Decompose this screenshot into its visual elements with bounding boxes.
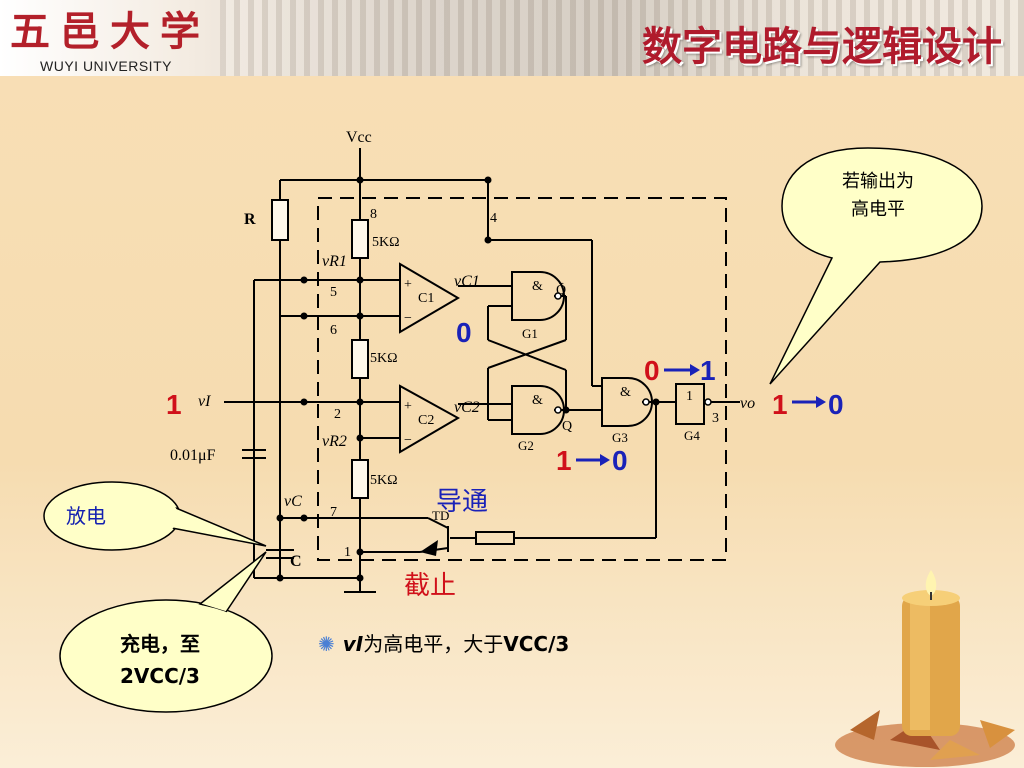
bubble-output-high-text: 若输出为 高电平 [808,168,948,224]
res-5k-label-3: 5KΩ [370,473,398,488]
g2-and-symbol: & [532,393,543,408]
vc2-label: vC2 [454,399,480,416]
comparator-c2-label: C2 [418,413,434,428]
header-banner [0,0,1024,76]
resistor-R-label: R [244,211,256,228]
slide-title: 数字电路与逻辑设计 [642,24,1002,70]
c2-plus: + [404,399,412,414]
bullet-note: ✺ vI为高电平，大于VCC/3 [318,628,569,657]
q-label: Q [562,419,572,434]
c1-minus: − [404,311,412,326]
resistor-R [271,199,289,241]
td-label: TD [432,508,449,523]
pin-6-label: 6 [330,323,337,338]
vi-state-label: 1 [166,389,182,420]
g3-input-to: 1 [700,355,716,386]
c2-minus: − [404,433,412,448]
vi-label: vI [198,393,211,410]
td-on-label: 导通 [436,487,488,517]
g1-label: G1 [522,326,538,341]
bullet-star-icon: ✺ [318,632,335,656]
res-5k-label-1: 5KΩ [372,235,400,250]
bubble-output-high-line1: 若输出为 [842,171,914,192]
g1-output-state: 0 [456,317,472,348]
resistor-5k-3 [351,459,369,499]
vcc-label: Vcc [346,129,372,146]
res-5k-label-2: 5KΩ [370,351,398,366]
resistor-5k-2 [351,339,369,379]
c1-plus: + [404,277,412,292]
bubble-discharge-text: 放电 [66,504,106,528]
vo-label: vo [740,395,755,412]
bullet-vcc: VCC [503,632,549,656]
timer-555-outline [317,197,727,561]
capacitor-C-label: C [290,553,302,570]
bubble-charge-line2: 2VCC/3 [120,664,200,688]
g3-input-from: 0 [644,355,660,386]
bubble-charge-line1: 充电，至 [120,632,200,656]
g2-label: G2 [518,438,534,453]
pin-8-label: 8 [370,207,377,222]
bubble-output-high [769,147,983,385]
output-state-from: 1 [772,389,788,420]
cap-value-label: 0.01μF [170,447,216,464]
td-off-label: 截止 [404,571,456,601]
vr2-label: vR2 [322,433,347,450]
bubble-output-high-line2: 高电平 [851,199,905,220]
university-logo-cn: 五邑大学 [10,8,210,55]
q-state-from: 1 [556,445,572,476]
pin-4-label: 4 [490,211,497,226]
g3-label: G3 [612,430,628,445]
pin-2-label: 2 [334,407,341,422]
bullet-text-mid: 为高电平，大于 [363,632,504,656]
g4-label: G4 [684,428,700,443]
pin-3-label: 3 [712,411,719,426]
q-state-to: 0 [612,445,628,476]
pin-5-label: 5 [330,285,337,300]
q-bar-label: Q̄ [556,282,566,298]
header-photo-strip [220,0,1024,76]
candle-decoration-icon [835,570,1015,767]
vr1-label: vR1 [322,253,347,270]
g3-and-symbol: & [620,385,631,400]
comparator-c1-label: C1 [418,291,434,306]
bullet-suffix: /3 [548,632,570,656]
bullet-vi: vI [342,632,364,656]
pin-7-label: 7 [330,505,337,520]
g1-and-symbol: & [532,279,543,294]
university-logo-en: WUYI UNIVERSITY [40,58,172,74]
transistor-arrow-icon [420,540,438,556]
resistor-5k-1 [351,219,369,259]
pin-1-label: 1 [344,545,351,560]
vc-label: vC [284,493,302,510]
output-state-to: 0 [828,389,844,420]
bubble-charge-text: 充电，至 2VCC/3 [70,628,250,692]
vc1-label: vC1 [454,273,480,290]
g4-buffer-symbol: 1 [686,389,693,404]
